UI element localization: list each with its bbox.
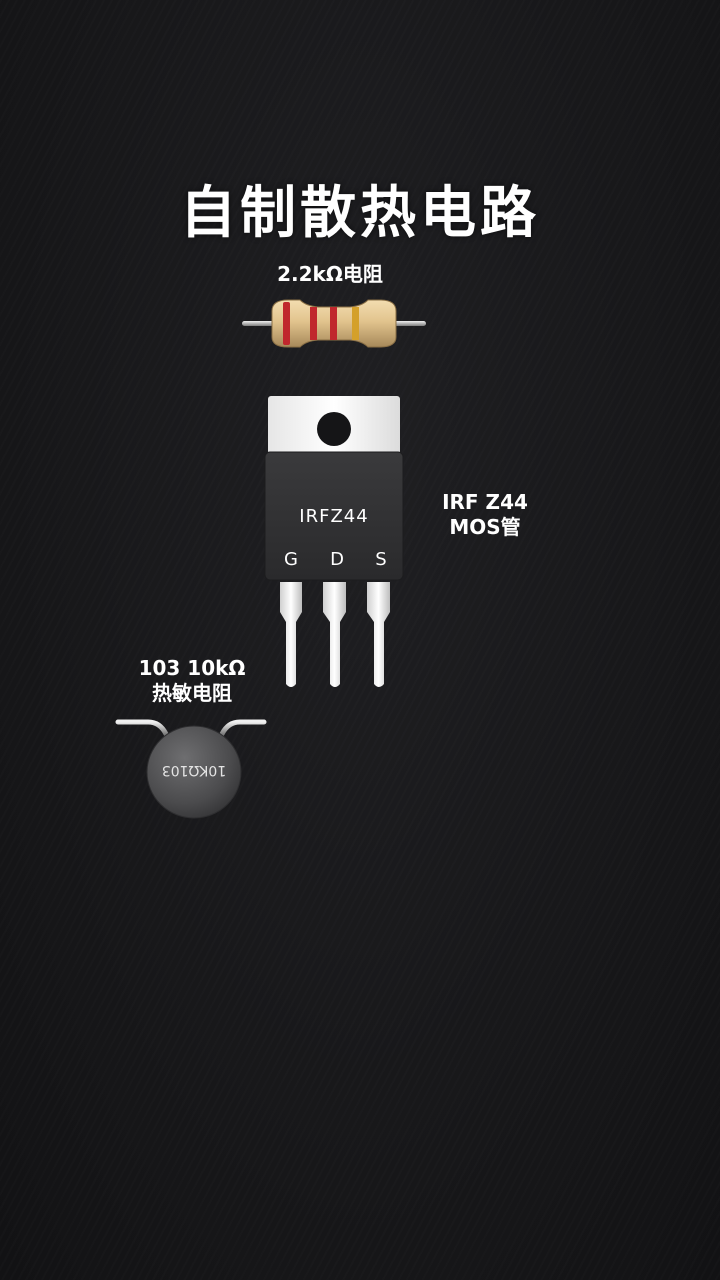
thermistor-lead-right	[219, 719, 267, 737]
mosfet-pin-gate	[280, 582, 302, 687]
mosfet-marking: IRFZ44	[299, 506, 368, 527]
mosfet-pin-source	[367, 582, 390, 687]
resistor-label: 2.2kΩ电阻	[277, 262, 383, 286]
mosfet-label: IRF Z44 MOS管	[420, 490, 550, 540]
resistor	[242, 299, 426, 348]
mosfet-package	[264, 451, 404, 581]
resistor-band	[283, 302, 290, 345]
thermistor-disc	[146, 725, 242, 819]
pin-label-s: S	[375, 549, 386, 570]
pin-label-d: D	[330, 549, 344, 570]
resistor-band	[310, 307, 317, 340]
resistor-band	[352, 307, 359, 340]
thermistor-label: 103 10kΩ 热敏电阻	[112, 656, 272, 706]
thermistor-label-line2: 热敏电阻	[152, 681, 232, 705]
thermistor: 10KΩ103	[115, 719, 267, 819]
resistor-band	[330, 307, 337, 340]
mosfet-pin-drain	[323, 582, 346, 687]
thermistor-label-line1: 103 10kΩ	[138, 656, 246, 680]
mosfet-label-line2: MOS管	[449, 515, 521, 539]
mosfet-label-line1: IRF Z44	[442, 490, 528, 514]
pin-label-g: G	[284, 549, 298, 570]
thermistor-marking: 10KΩ103	[162, 762, 226, 778]
page-title: 自制散热电路	[180, 181, 540, 246]
mosfet-mounting-hole	[317, 412, 351, 446]
mosfet: IRFZ44 G D S	[264, 396, 404, 687]
thermistor-lead-left	[115, 719, 169, 737]
